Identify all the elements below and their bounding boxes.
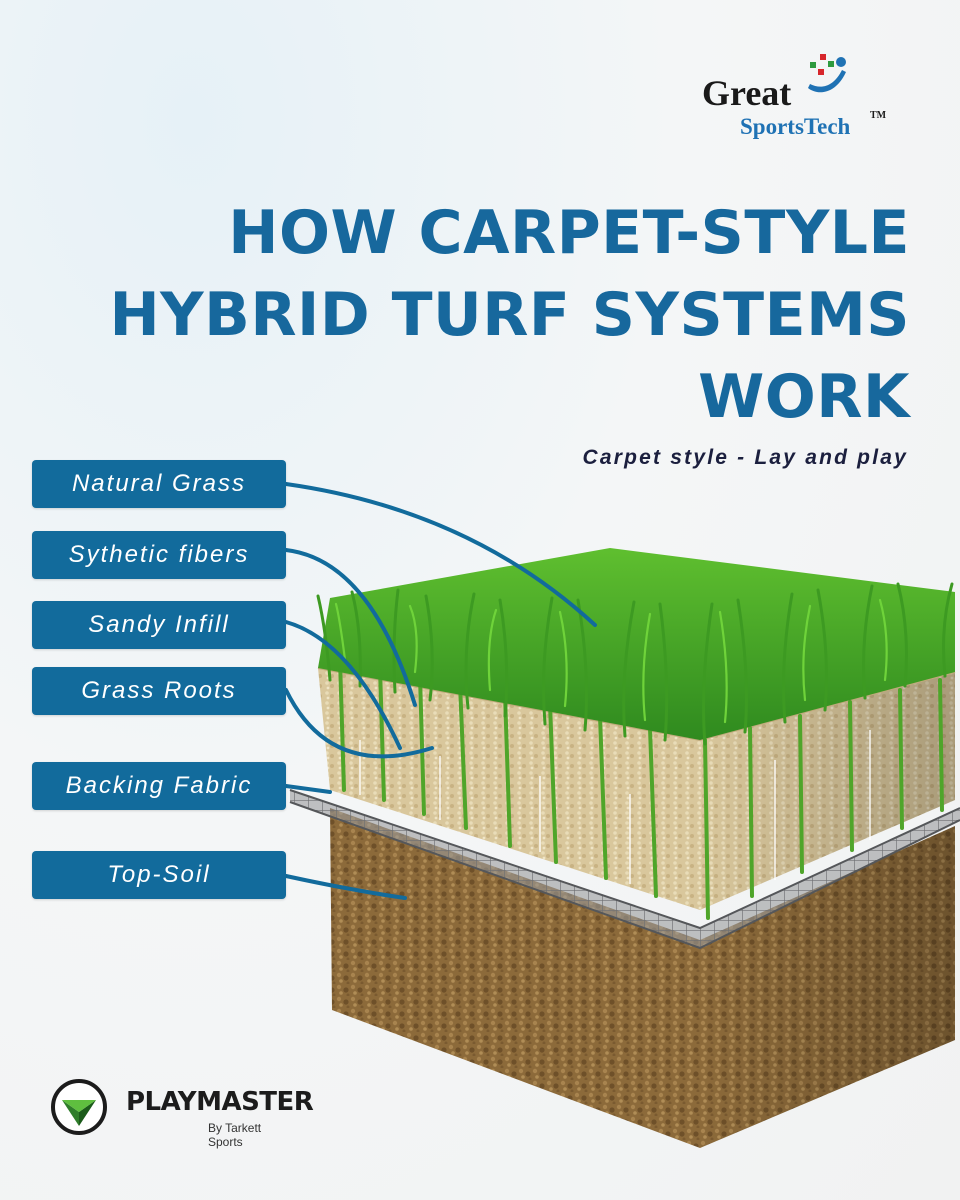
label-top-soil: Top-Soil	[32, 851, 286, 899]
leader-synthetic-fibers	[284, 548, 417, 707]
label-sandy-infill: Sandy Infill	[32, 601, 286, 649]
playmaster-subtitle: By Tarkett Sports	[208, 1121, 262, 1149]
brand-sportstech-text: SportsTech	[740, 114, 851, 139]
leader-top-soil	[284, 874, 407, 900]
top-soil-layer	[330, 808, 955, 1148]
brand-trademark: TM	[870, 110, 887, 121]
leader-sandy-infill	[284, 620, 402, 750]
title-line-3: WORK	[698, 362, 910, 432]
label-natural-grass: Natural Grass	[32, 460, 286, 508]
brand-great-text: Great	[702, 73, 792, 113]
label-grass-roots: Grass Roots	[32, 667, 286, 715]
playmaster-emblem-icon	[51, 1079, 107, 1135]
title-line-1: HOW CARPET-STYLE	[228, 198, 910, 268]
playmaster-logo: PLAYMASTER By Tarkett Sports	[50, 1075, 314, 1149]
backing-fabric-layer	[289, 789, 960, 950]
tagline: Carpet style - Lay and play	[582, 446, 908, 469]
grass-roots-layer	[338, 658, 944, 920]
playmaster-wordmark: PLAYMASTER	[126, 1087, 314, 1117]
great-sportstech-logo: Great SportsTech TM	[702, 52, 902, 142]
synthetic-fibers	[359, 730, 871, 884]
title-line-2: HYBRID TURF SYSTEMS	[109, 280, 910, 350]
page-title: HOW CARPET-STYLE HYBRID TURF SYSTEMS WOR…	[90, 192, 910, 438]
label-synthetic-fibers: Sythetic fibers	[32, 531, 286, 579]
natural-grass-layer	[316, 548, 955, 746]
sportstech-figure-icon	[808, 54, 846, 93]
leader-natural-grass	[284, 482, 597, 627]
leader-grass-roots	[284, 688, 434, 759]
leader-lines	[284, 482, 597, 900]
label-backing-fabric: Backing Fabric	[32, 762, 286, 810]
leader-backing-fabric	[284, 784, 332, 794]
